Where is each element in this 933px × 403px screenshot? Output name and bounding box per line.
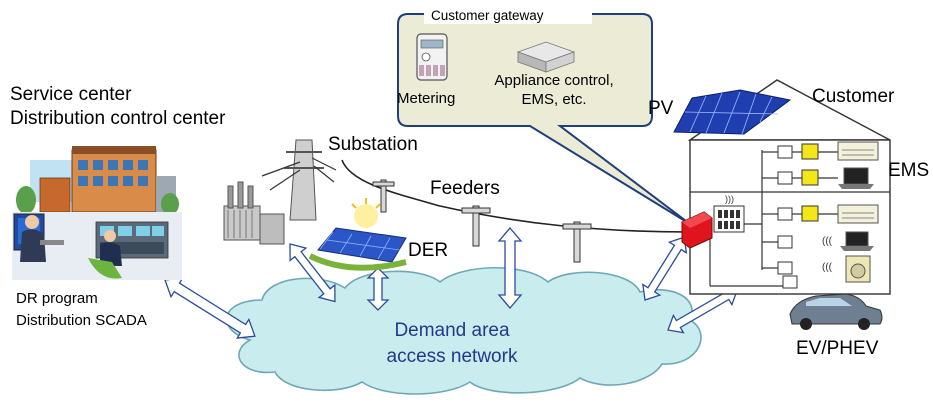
- arrow-service-center: [164, 277, 256, 339]
- callout-title: Customer gateway: [431, 8, 544, 23]
- arrow-feeders: [497, 226, 523, 310]
- utility-pole-icon: [372, 179, 592, 263]
- access-network-cloud: Demand area access network: [225, 266, 702, 395]
- gateway-box-icon: [516, 41, 576, 73]
- svg-text:(((: (((: [822, 236, 833, 247]
- transformer-icon: [223, 181, 285, 245]
- substation-tower-icon: [261, 139, 337, 221]
- ems-label: EMS: [888, 160, 929, 181]
- der-label: DER: [408, 240, 448, 261]
- solar-panel-icon: [308, 198, 407, 271]
- feeders-label: Feeders: [430, 178, 500, 199]
- substation-label: Substation: [328, 134, 418, 155]
- ev-phev-label: EV/PHEV: [796, 338, 879, 359]
- svg-text:(((: (((: [822, 262, 833, 273]
- washing-machine-icon: (((: [822, 255, 871, 283]
- cloud-label-line1: Demand area: [394, 320, 510, 341]
- metering-label: Metering: [397, 90, 455, 107]
- operator-icon: [20, 215, 122, 279]
- feeder-line: [341, 159, 691, 233]
- customer-gateway-callout: Customer gateway Metering Appliance cont…: [397, 6, 691, 225]
- car-icon: [789, 293, 883, 330]
- outlet-icons: [777, 145, 798, 289]
- air-conditioner-icon-2: [837, 204, 879, 224]
- dr-program-label: DR program: [16, 290, 98, 307]
- svg-text:))): ))): [725, 194, 734, 204]
- customer-label: Customer: [812, 86, 895, 107]
- service-center-label: Service center: [10, 84, 132, 105]
- ems-module-icons: [801, 143, 819, 222]
- distribution-control-center-label: Distribution control center: [10, 108, 226, 129]
- appliance-control-line2: EMS, etc.: [521, 91, 586, 108]
- pv-panel-icon: [673, 89, 792, 135]
- distribution-scada-label: Distribution SCADA: [16, 312, 147, 329]
- distribution-panel-icon: ))): [713, 194, 745, 233]
- appliance-control-line1: Appliance control,: [494, 72, 613, 89]
- cloud-label-line2: access network: [387, 346, 518, 367]
- air-conditioner-icon: [837, 141, 879, 161]
- smart-meter-icon: [416, 33, 448, 81]
- gateway-red-icon: [681, 211, 713, 249]
- arrow-substation: [289, 243, 336, 303]
- arrow-der: [366, 267, 390, 311]
- laptop-icon-2: (((: [822, 231, 874, 251]
- pv-label: PV: [648, 98, 674, 119]
- laptop-icon: [838, 167, 874, 189]
